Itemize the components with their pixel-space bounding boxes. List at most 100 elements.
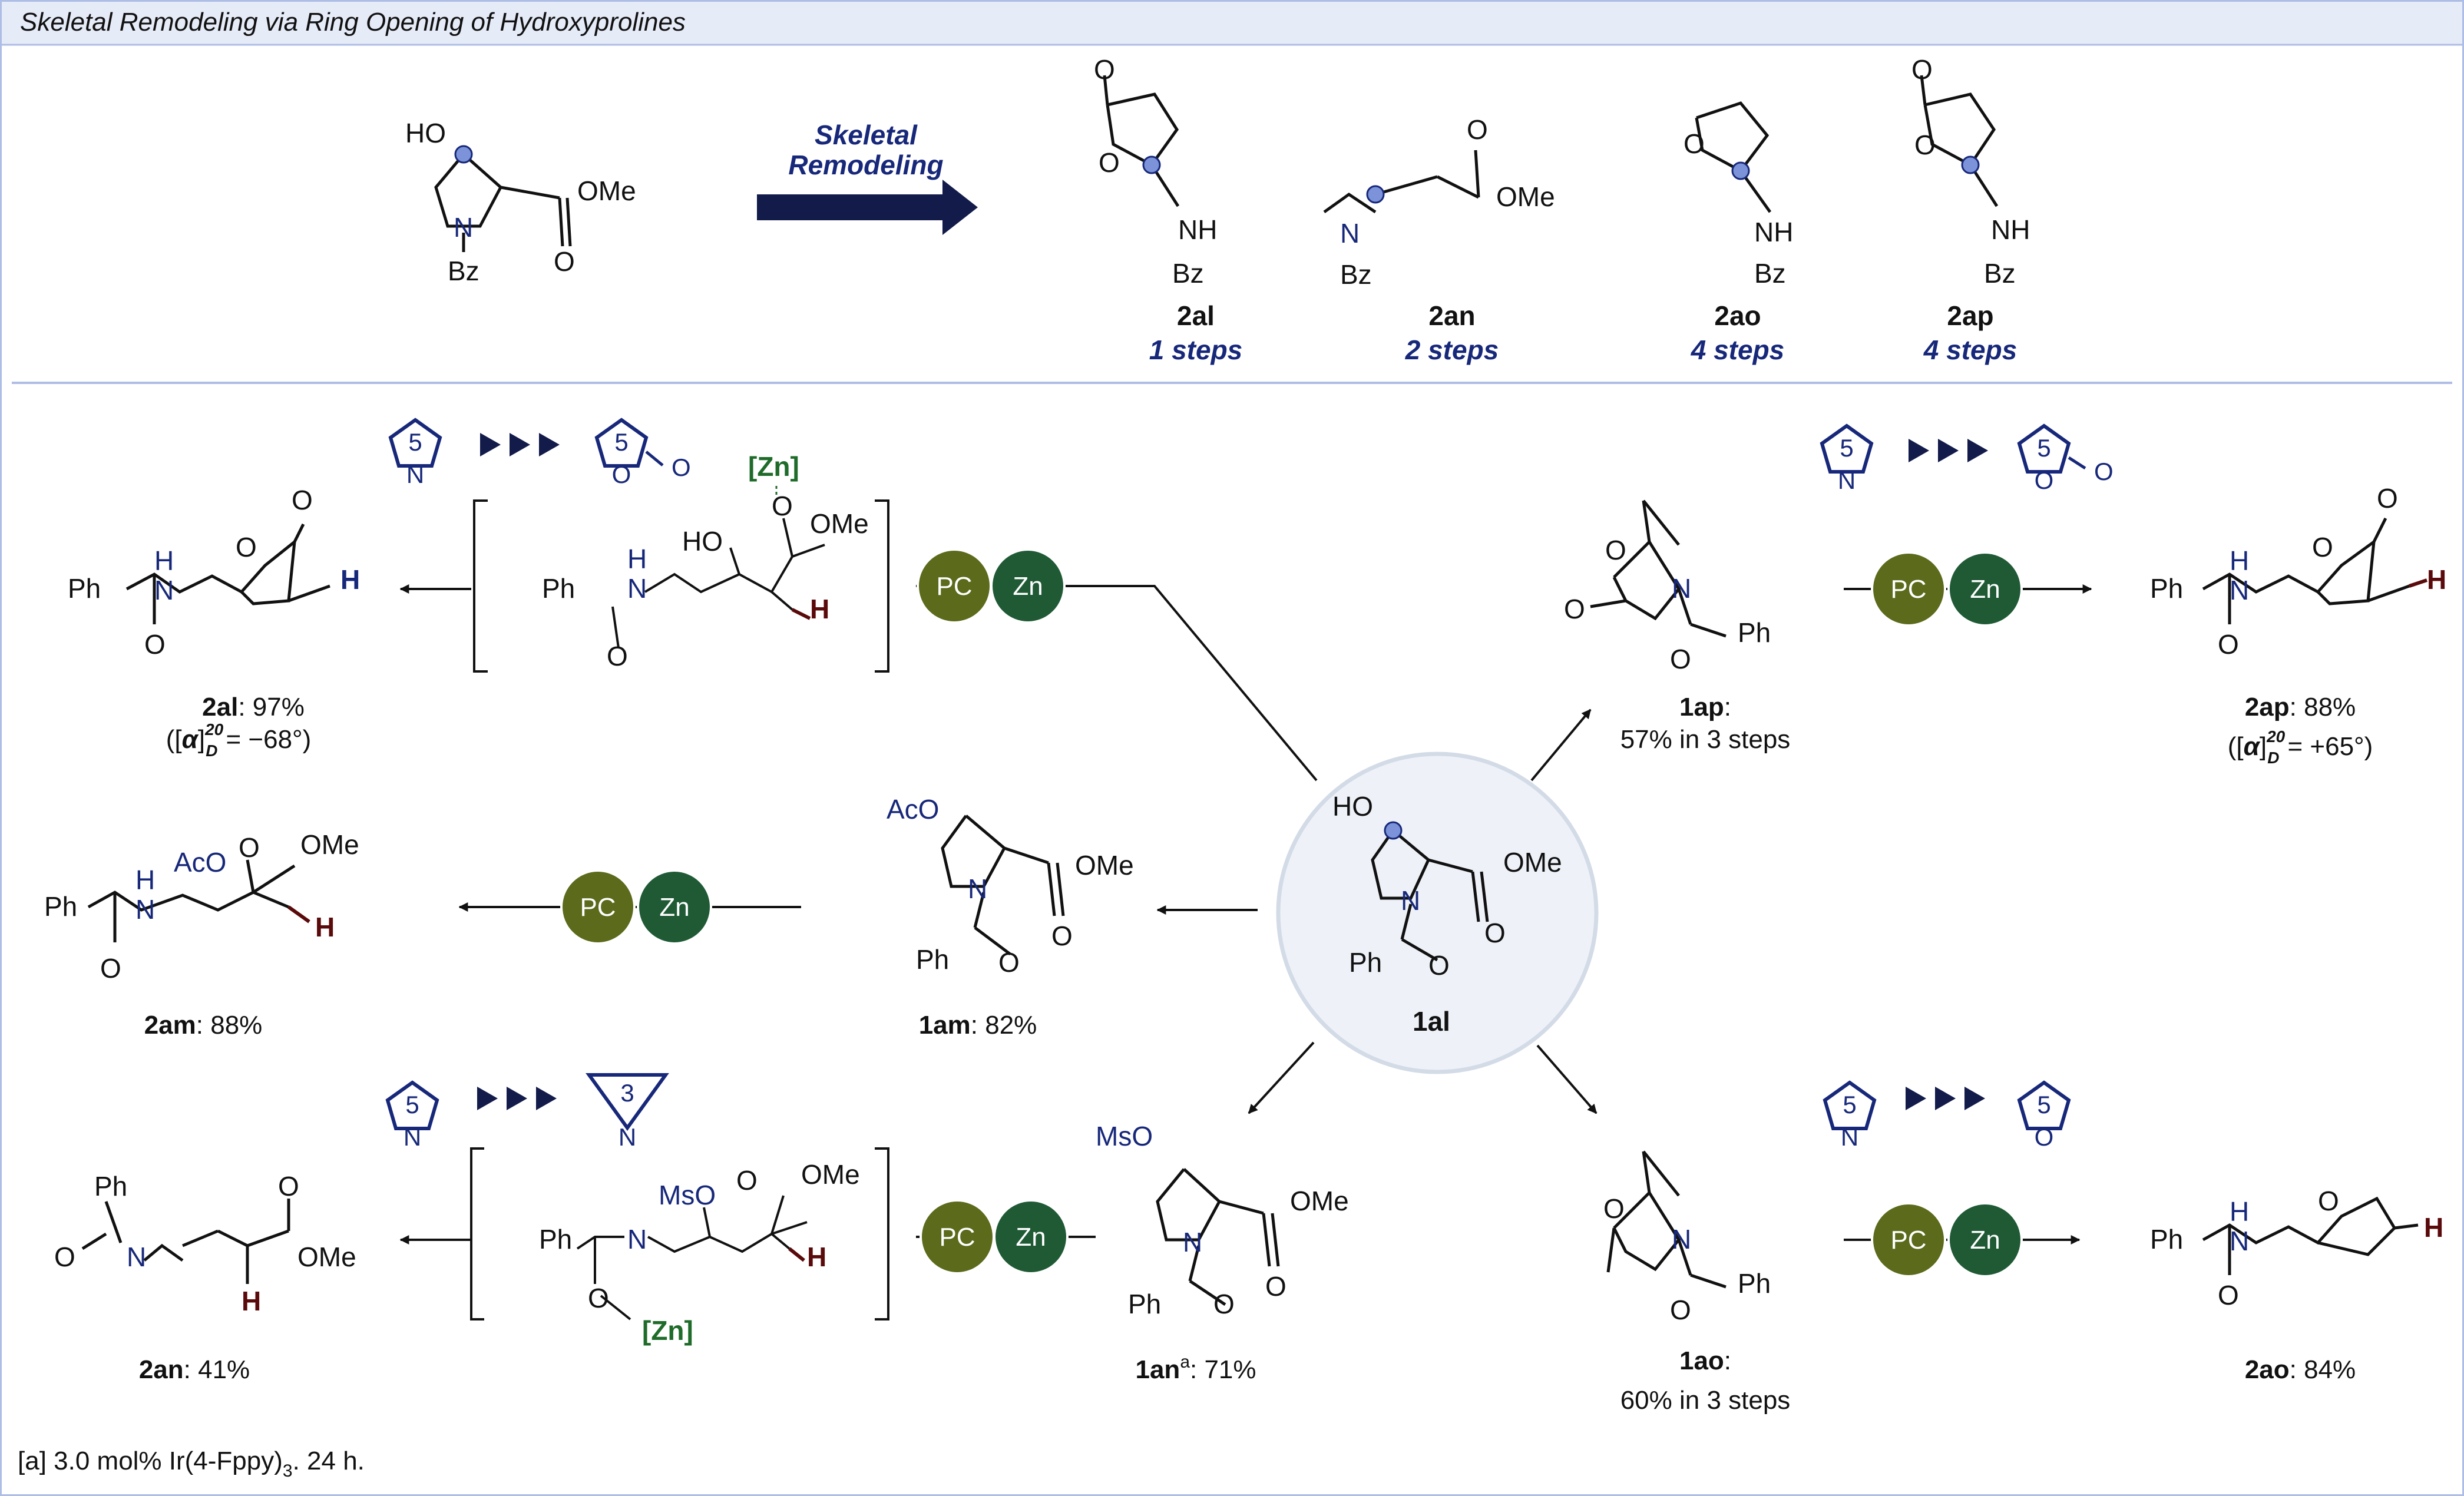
o-label: O — [588, 1283, 609, 1313]
h-label: H — [810, 594, 829, 624]
stereocenter-marker — [1142, 155, 1161, 174]
header-title: Skeletal Remodeling via Ring Opening of … — [20, 8, 686, 37]
yield-1ao: 60% in 3 steps — [1620, 1386, 1791, 1415]
product-2ap-structure — [2202, 517, 2410, 624]
stereocenter-marker — [1961, 155, 1980, 174]
ring-o-label: O — [2035, 1123, 2054, 1151]
ome-label: OMe — [810, 508, 869, 539]
compound-1al-label: 1al — [1413, 1006, 1450, 1037]
ph-label: Ph — [2150, 1224, 2183, 1255]
ome-label: OMe — [297, 1242, 356, 1272]
nh-label: NH — [1178, 214, 1217, 245]
ring-n-label: N — [619, 1123, 636, 1151]
catalyst-pair-2ap: PC Zn — [1844, 551, 2092, 627]
catalyst-pair-2am: PC Zn — [458, 869, 801, 945]
label-2ap: 2ap: 88% — [2245, 693, 2356, 721]
o-label: O — [1051, 921, 1073, 951]
zn-label: Zn — [659, 893, 689, 922]
o-label: O — [100, 953, 121, 984]
ph-label: Ph — [94, 1171, 127, 1202]
top-product-id: 2ap — [1947, 300, 1993, 331]
compound-1an-structure — [1156, 1168, 1280, 1306]
o-label: O — [292, 485, 313, 515]
ring-n-label: N — [1838, 466, 1856, 494]
ome-label: OMe — [1503, 847, 1562, 878]
label-1am: 1am: 82% — [919, 1011, 1037, 1040]
o-label: O — [144, 629, 166, 660]
o-label: O — [1213, 1289, 1235, 1319]
arrow-to-1an — [1248, 1041, 1315, 1114]
bracket-intermediate-2al — [473, 499, 889, 673]
o-label: O — [998, 947, 1020, 978]
n-label: N — [627, 573, 647, 604]
zn-bracket-label: [Zn] — [748, 451, 799, 482]
o-label: O — [1670, 644, 1691, 674]
ho-label: HO — [1332, 791, 1373, 822]
central-circle — [1276, 752, 1599, 1074]
product-2am-structure — [87, 859, 296, 942]
top-product-id: 2al — [1177, 300, 1215, 331]
ome-label: OMe — [1496, 181, 1555, 212]
ring-o-label: O — [672, 454, 691, 481]
h-label: H — [627, 544, 647, 574]
arrow-to-1ao — [1536, 1044, 1598, 1114]
zn-bracket-label: [Zn] — [642, 1315, 693, 1346]
catalyst-pair-2ao: PC Zn — [1844, 1202, 2081, 1277]
zn-label: Zn — [1970, 575, 2000, 604]
bz-label: Bz — [1172, 258, 1204, 289]
ome-label: OMe — [1290, 1186, 1349, 1216]
label-2an: 2an: 41% — [139, 1355, 250, 1384]
product-2al-structure — [125, 523, 330, 624]
h-label: H — [2427, 564, 2446, 595]
ring-o-label: O — [2035, 466, 2054, 494]
n-label: N — [454, 212, 473, 243]
top-product-id: 2an — [1428, 300, 1475, 331]
o-label: O — [1094, 54, 1115, 85]
o-label: O — [2377, 483, 2398, 514]
ring-n-label: N — [1841, 1123, 1858, 1151]
nh-label: NH — [1991, 214, 2030, 245]
stereocenter-marker — [1731, 161, 1750, 180]
pc-label: PC — [1890, 575, 1926, 604]
o-label: O — [1428, 950, 1450, 981]
n-label: N — [1672, 573, 1691, 604]
label-2ao: 2ao: 84% — [2245, 1355, 2356, 1384]
ring-transform-2ao: 5 N 5 O — [1825, 1083, 2069, 1151]
label-1ap: 1ap: — [1679, 693, 1731, 721]
zn-label: Zn — [1016, 1223, 1046, 1252]
o-label: O — [554, 246, 575, 277]
o-label: O — [2318, 1186, 2339, 1216]
h-label: H — [315, 912, 335, 942]
compound-1ao-structure — [1606, 1150, 1727, 1289]
pc-label: PC — [580, 893, 616, 922]
o-label: O — [2218, 629, 2239, 660]
o-label: O — [1914, 130, 1936, 160]
arrow-label-1: Skeletal — [815, 120, 918, 150]
h-label: H — [135, 865, 155, 895]
ho-label: HO — [682, 526, 723, 557]
bz-label: Bz — [1754, 258, 1786, 289]
n-label: N — [1183, 1227, 1202, 1257]
o-label: O — [2312, 532, 2333, 562]
ring-o-label: O — [612, 461, 631, 488]
ring-size-label: 5 — [614, 428, 628, 456]
o-label: O — [1099, 147, 1120, 178]
bz-label: Bz — [1340, 259, 1372, 290]
h-label: H — [242, 1286, 261, 1316]
top-product-steps: 2 steps — [1405, 335, 1499, 365]
ome-label: OMe — [801, 1159, 860, 1190]
ph-label: Ph — [1128, 1289, 1161, 1319]
product-2an-structure — [81, 1199, 290, 1284]
ring-size-label: 5 — [2037, 1091, 2050, 1118]
ring-n-label: N — [406, 461, 424, 488]
ring-size-label: 5 — [1840, 434, 1853, 462]
top-starting-material — [434, 153, 572, 252]
connector-to-2al — [1066, 585, 1318, 782]
top-product-steps: 4 steps — [1923, 335, 2017, 365]
ring-size-label: 3 — [620, 1079, 634, 1107]
ring-size-label: 5 — [405, 1091, 419, 1118]
ph-label: Ph — [1738, 1268, 1771, 1299]
pc-label: PC — [939, 1223, 975, 1252]
